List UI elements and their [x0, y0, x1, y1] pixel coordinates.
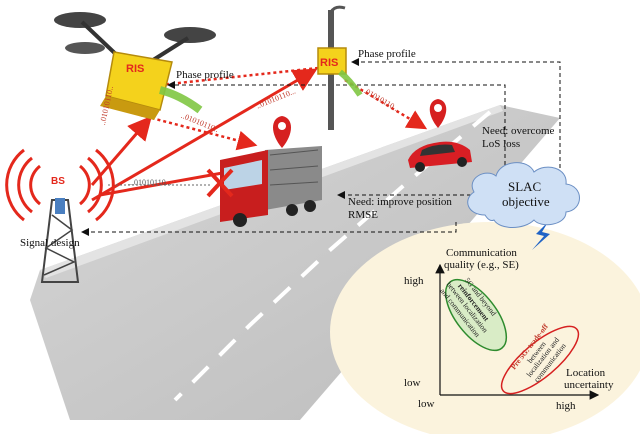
location-pin-icon [429, 99, 447, 128]
need-los-line1: Need: overcome [482, 125, 555, 137]
need-pos-line2: RMSE [348, 209, 378, 221]
y-axis-label-line1: Communication [446, 247, 517, 259]
cloud-line2: objective [502, 194, 550, 209]
control-arrows [81, 58, 561, 236]
y-axis-label-line2: quality (e.g., SE) [444, 259, 519, 271]
need-los-line2: LoS loss [482, 138, 521, 150]
y-high-label: high [404, 275, 424, 287]
x-axis-label-line1: Location [566, 367, 606, 379]
x-high-label: high [556, 400, 576, 412]
inset-chart [435, 263, 600, 400]
x-low-label: low [418, 398, 435, 410]
green-ellipse [444, 278, 508, 352]
y-low-label: low [404, 377, 421, 389]
car [408, 141, 472, 172]
road-center-dashes [173, 110, 492, 402]
slac-cloud [467, 162, 580, 228]
street-light-ris [317, 5, 363, 130]
x-axis-label-line2: uncertainty [564, 379, 614, 391]
red-ellipse [500, 325, 580, 395]
bits-bs-to-truck: ...01010110... [128, 178, 172, 187]
lightning-icon [532, 222, 550, 250]
phase-profile-top-label: Phase profile [358, 48, 416, 60]
base-station [5, 148, 115, 283]
need-pos-line1: Need: improve position [348, 196, 452, 208]
signal-beams [90, 66, 428, 202]
blocked-x-icon [206, 168, 234, 198]
ris-pole-label: RIS [320, 57, 338, 69]
cloud-line1: SLAC [508, 179, 542, 194]
ris-drone-label: RIS [126, 63, 144, 75]
location-pin-icon [273, 116, 291, 148]
phase-profile-mid-label: Phase profile [176, 69, 234, 81]
drone-ris [54, 12, 216, 120]
signal-design-label: Signal design [20, 237, 80, 249]
bs-label: BS [51, 176, 65, 187]
truck [220, 146, 322, 227]
